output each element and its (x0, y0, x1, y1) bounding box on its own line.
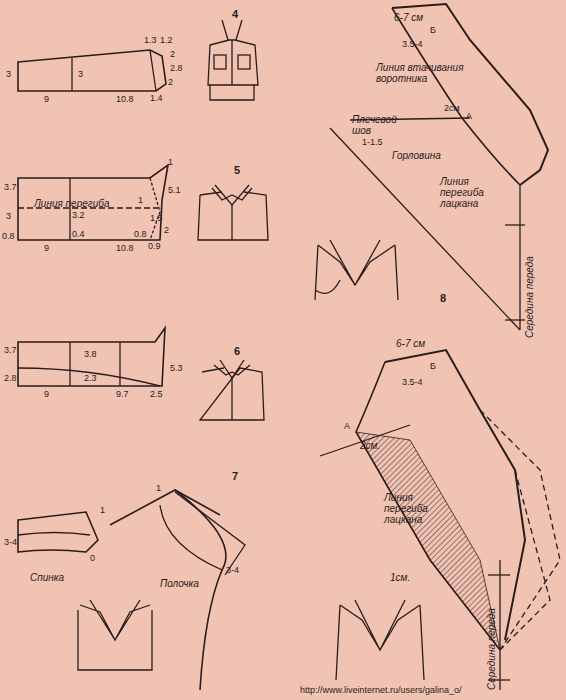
dimension-label: Спинка (30, 572, 64, 583)
dimension-label: 2 (170, 50, 175, 60)
dimension-label: 1-1.5 (362, 138, 383, 148)
dimension-label: Линия перегиба лацкана (440, 176, 510, 209)
dimension-label: 5.3 (170, 364, 183, 374)
dimension-label: 3.8 (84, 350, 97, 360)
dimension-label: 4 (232, 8, 238, 20)
watermark: http://www.liveinternet.ru/users/galina_… (300, 686, 462, 696)
dimension-label: 2см. (360, 440, 380, 451)
dimension-label: 1.3 (144, 36, 157, 46)
dimension-label: 1см. (390, 572, 410, 583)
dimension-label: Линия втачивания воротника (376, 62, 466, 84)
dimension-label: 2.3 (84, 374, 97, 384)
dimension-label: 2 (164, 226, 169, 236)
dimension-label: 3-4 (4, 538, 17, 548)
dimension-label: 3 (6, 70, 11, 80)
dimension-label: 2.8 (170, 64, 183, 74)
dimension-label: 3-4 (226, 566, 239, 576)
dimension-label: 2см (444, 104, 460, 114)
dimension-label: Полочка (160, 578, 199, 589)
dimension-label: 1 (138, 196, 143, 206)
dimension-label: 0 (90, 554, 95, 564)
dimension-label: 6-7 см (396, 338, 425, 349)
dimension-label: 9 (44, 244, 49, 254)
dimension-label: 3.5-4 (402, 40, 423, 50)
dimension-label: 5.1 (168, 186, 181, 196)
dimension-label: 0.9 (148, 242, 161, 252)
dimension-label: 9 (44, 390, 49, 400)
dimension-label: 2.8 (4, 374, 17, 384)
dimension-label: 6 (234, 345, 240, 357)
dimension-label: Середина переда (524, 256, 535, 338)
dimension-label: 2 (168, 78, 173, 88)
dimension-label: 0.8 (2, 232, 15, 242)
dimension-label: 3 (6, 212, 11, 222)
dimension-label: 3.5-4 (402, 378, 423, 388)
dimension-label: Линия перегиба (34, 198, 109, 209)
dimension-label: 3.7 (4, 183, 17, 193)
dimension-label: 2.5 (150, 390, 163, 400)
dimension-label: 7 (232, 470, 238, 482)
dimension-label: Середина переда (486, 608, 497, 690)
dimension-label: 3.7 (4, 346, 17, 356)
dimension-label: Б (430, 26, 436, 36)
dimension-label: 1.2 (160, 36, 173, 46)
dimension-label: 0.8 (134, 230, 147, 240)
dimension-label: 1 (156, 484, 161, 494)
dimension-label: 0.4 (72, 230, 85, 240)
dimension-label: 1.4 (150, 94, 163, 104)
dimension-label: 1.5 (150, 214, 163, 224)
dimension-label: Б (430, 362, 436, 372)
dimension-label: 3 (78, 70, 83, 80)
dimension-label: Линия перегиба лацкана (384, 492, 454, 525)
dimension-label: 9 (44, 95, 49, 105)
dimension-label: 6-7 см (394, 12, 423, 23)
dimension-label: 3.2 (72, 211, 85, 221)
dimension-label: 5 (234, 164, 240, 176)
dimension-label: 10.8 (116, 95, 134, 105)
dimension-label: 10.8 (116, 244, 134, 254)
dimension-label: 1 (100, 506, 105, 516)
dimension-label: Плечевой шов (352, 114, 412, 136)
dimension-label: 1 (168, 158, 173, 168)
dimension-label: А (344, 422, 350, 432)
dimension-label: Горловина (392, 150, 441, 161)
dimension-label: 9.7 (116, 390, 129, 400)
dimension-label: 8 (440, 292, 446, 304)
dimension-label: А (466, 112, 472, 122)
